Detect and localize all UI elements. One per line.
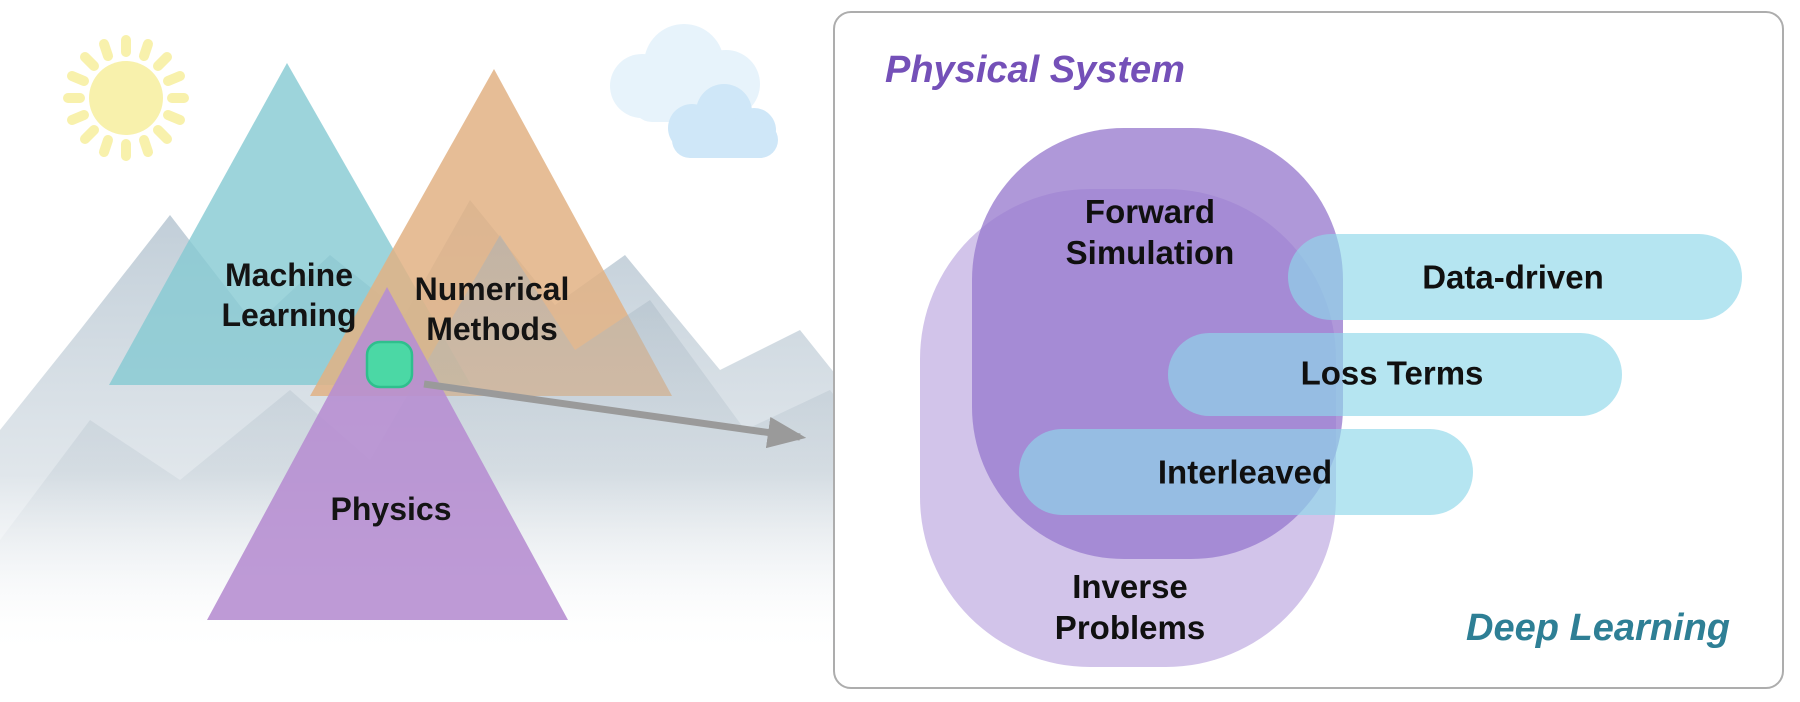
zoom-arrow	[423, 380, 807, 449]
panel-title: Physical System	[885, 49, 1185, 91]
forward-simulation-label: Forward Simulation	[1065, 192, 1235, 271]
physics-triangle	[207, 287, 568, 620]
cloud-front-icon	[668, 84, 778, 158]
intersection-marker	[365, 340, 414, 389]
loss-terms-label: Loss Terms	[1300, 354, 1484, 392]
venn-scene	[0, 24, 900, 702]
pill-loss-terms	[1168, 333, 1622, 416]
interleaved-label: Interleaved	[1157, 453, 1333, 491]
sun-icon	[63, 35, 189, 161]
data-driven-label: Data-driven	[1422, 258, 1604, 296]
pill-interleaved	[1019, 429, 1473, 515]
inverse-problems-label: Inverse Problems	[1054, 567, 1206, 646]
deep-learning-label: Deep Learning	[1466, 607, 1730, 649]
machine-learning-label: Machine Learning	[221, 257, 357, 333]
pill-data-driven	[1288, 234, 1742, 320]
physics-label: Physics	[330, 491, 452, 527]
physical-system-panel: Physical System Forward Simulation Data-…	[833, 11, 1784, 689]
numerical-methods-label: Numerical Methods	[414, 271, 570, 347]
